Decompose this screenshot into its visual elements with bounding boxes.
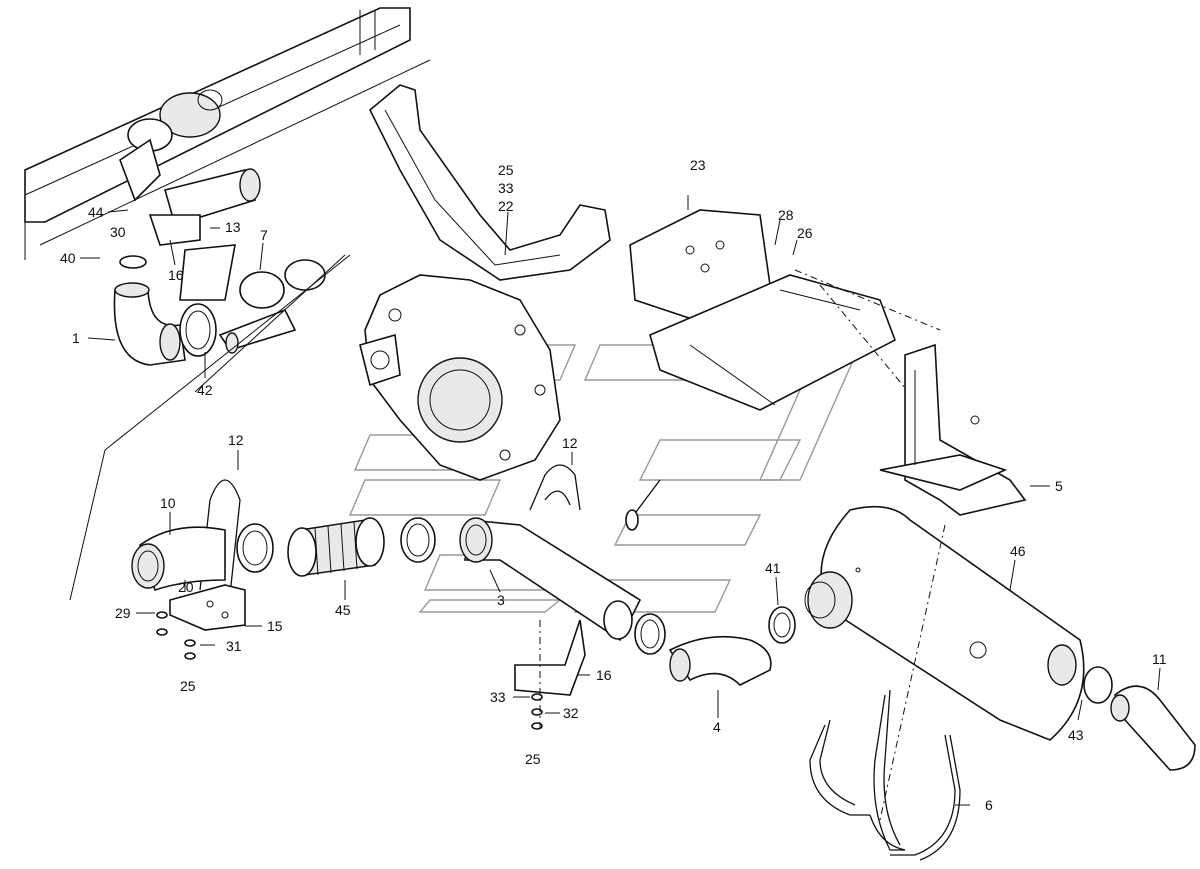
label-5: 5 [1055,478,1063,494]
clamp-42 [179,303,217,357]
clamp-pipe-4-left [603,600,666,655]
label-7: 7 [260,227,268,243]
label-31: 31 [226,638,242,654]
label-13: 13 [225,219,241,235]
flywheel-housing [359,274,561,481]
label-25-left: 25 [180,678,196,694]
label-30: 30 [110,224,126,240]
heat-shield [179,244,236,301]
label-4: 4 [713,719,721,735]
turbocharger [119,89,223,202]
label-32: 32 [563,705,579,721]
label-10: 10 [160,495,176,511]
label-28: 28 [778,207,794,223]
label-25-top: 25 [498,162,514,178]
label-22: 22 [498,198,514,214]
dash-line-a [794,269,941,331]
label-29: 29 [115,605,131,621]
exhaust-brake-cylinder [148,168,261,246]
bracket-16-lower [514,619,586,696]
dash-line-b [819,284,916,401]
label-1: 1 [72,330,80,346]
label-42: 42 [197,382,213,398]
label-46: 46 [1010,543,1026,559]
clamp-middle-left [236,523,274,573]
label-23: 23 [690,157,706,173]
label-12-right: 12 [562,435,578,451]
muffler-46 [804,505,1085,741]
sensor-probe [625,479,661,531]
label-44: 44 [88,204,104,220]
u-bolt-12-right [529,464,581,511]
label-16-upper: 16 [168,267,184,283]
muffler-bracket [879,343,1027,516]
support-bracket-curved [369,84,611,281]
tail-pipe-11 [1110,685,1196,771]
label-11: 11 [1152,651,1167,667]
pipe-10 [131,526,226,592]
label-3: 3 [497,592,505,608]
bellows-small [218,259,326,354]
label-41: 41 [765,560,781,576]
label-45: 45 [335,602,351,618]
label-15: 15 [267,618,283,634]
label-40: 40 [60,250,76,266]
pipe-elbow-4 [668,635,772,686]
label-43: 43 [1068,727,1084,743]
part-labels: 44 30 40 16 13 7 1 42 25 33 22 23 28 26 … [60,157,1167,813]
leader-lines [80,195,1161,806]
clamp-43 [1083,666,1113,704]
label-26: 26 [797,225,813,241]
clamp-41 [768,606,796,644]
bracket-15 [169,584,246,631]
label-16-lower: 16 [596,667,612,683]
pipe-elbow-1 [113,255,186,366]
fasteners-29-31 [156,611,196,660]
label-6: 6 [985,797,993,813]
pipe-3 [459,517,642,642]
label-12-left: 12 [228,432,244,448]
muffler-straps-6 [809,689,961,861]
bellows-45 [287,517,385,577]
group-boundary-lower [69,254,351,601]
group-boundary-line [194,254,346,393]
label-20: 20 [178,579,194,595]
label-25-lower: 25 [525,751,541,767]
label-33-top: 33 [498,180,514,196]
clamp-middle-right [400,517,436,563]
mounting-bracket-plate [629,209,896,411]
u-bolt-12-left [199,479,241,596]
label-33-lower: 33 [490,689,506,705]
